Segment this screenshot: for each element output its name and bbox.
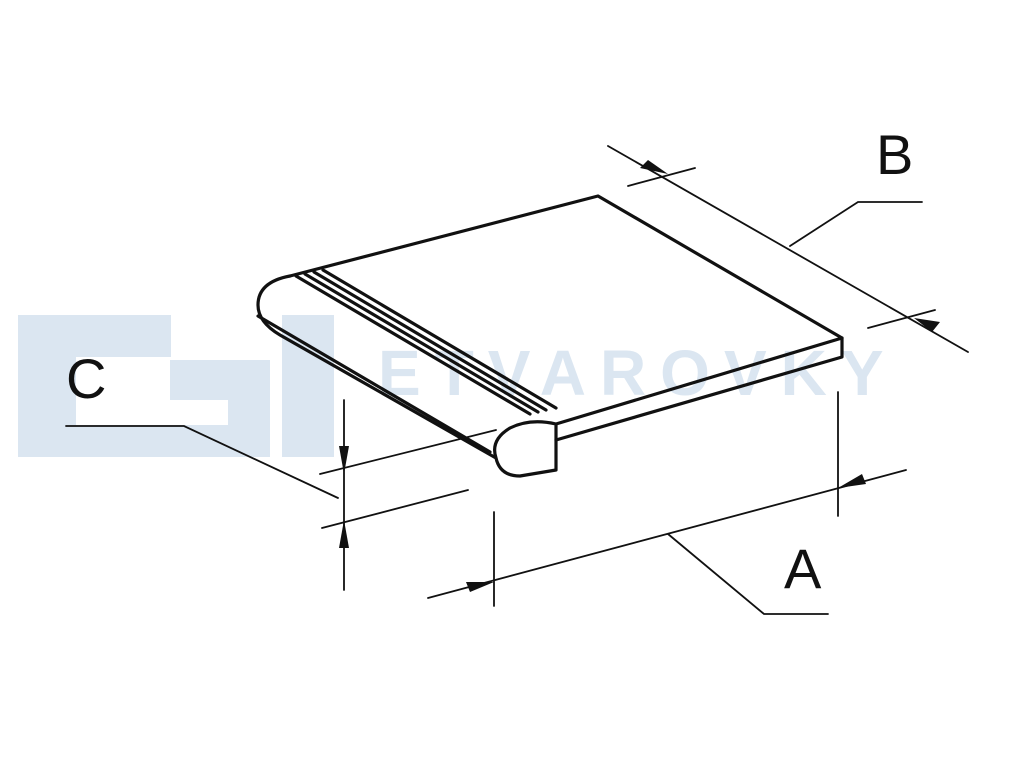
dimension-b-label: B xyxy=(876,123,913,186)
watermark: ETVAROVKY xyxy=(18,315,884,457)
dimension-b: B xyxy=(607,123,969,353)
dimension-a-label: A xyxy=(784,537,822,600)
tread-nosing-underside xyxy=(256,314,492,454)
tread-top-face xyxy=(288,194,844,426)
anti-slip-grooves xyxy=(294,268,558,416)
tread-front-step xyxy=(319,429,497,475)
tread-nosing xyxy=(256,274,558,478)
watermark-logo xyxy=(18,315,334,457)
dimension-c: C xyxy=(65,347,469,591)
dimension-a: A xyxy=(427,391,907,615)
dimension-c-label: C xyxy=(66,347,106,410)
tread-body xyxy=(256,194,844,478)
tread-right-edge xyxy=(554,336,844,442)
